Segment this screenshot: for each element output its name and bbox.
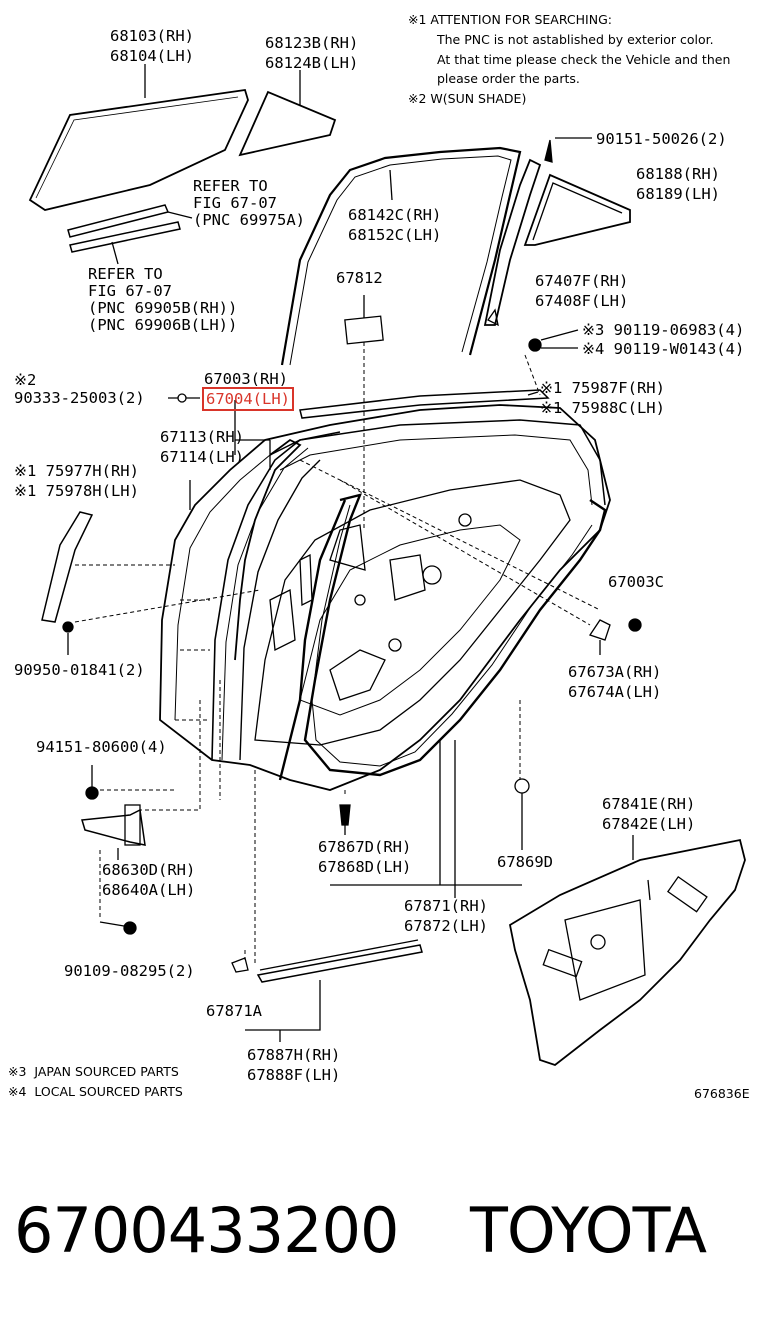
division-bar xyxy=(483,158,542,326)
label-refer-2-line-1: REFER TO xyxy=(88,265,163,283)
label-67872[interactable]: 67872(LH) xyxy=(404,917,488,935)
label-68104[interactable]: 68104(LH) xyxy=(110,47,194,65)
note-2: ※2 W(SUN SHADE) xyxy=(408,91,527,106)
label-75977h[interactable]: ※1 75977H(RH) xyxy=(14,462,139,480)
note-4: ※4 LOCAL SOURCED PARTS xyxy=(8,1084,183,1099)
label-67674a[interactable]: 67674A(LH) xyxy=(568,683,662,701)
label-67869d[interactable]: 67869D xyxy=(497,853,553,871)
door-check xyxy=(81,808,146,846)
label-refer-2-line-4: (PNC 69906B(LH)) xyxy=(88,316,238,334)
label-90950[interactable]: 90950-01841(2) xyxy=(14,661,145,679)
label-90333[interactable]: 90333-25003(2) xyxy=(14,389,145,407)
label-refer-1-line-1: REFER TO xyxy=(193,177,268,195)
label-90151[interactable]: 90151-50026(2) xyxy=(596,130,727,148)
outer-pillar-moulding xyxy=(41,511,94,623)
small-quarter-glass xyxy=(523,173,631,246)
label-67003c[interactable]: 67003C xyxy=(608,573,664,591)
label-refer-1-line-3: (PNC 69975A) xyxy=(193,211,305,229)
clip xyxy=(588,619,611,641)
quarter-glass xyxy=(238,90,337,157)
label-67841e[interactable]: 67841E(RH) xyxy=(602,795,696,813)
label-68124b[interactable]: 68124B(LH) xyxy=(265,54,359,72)
label-mark-2: ※2 xyxy=(14,371,37,389)
label-68640a[interactable]: 68640A(LH) xyxy=(102,881,196,899)
note-1-title: ※1 ATTENTION FOR SEARCHING: xyxy=(408,12,612,27)
label-90109[interactable]: 90109-08295(2) xyxy=(64,962,195,980)
label-67871[interactable]: 67871(RH) xyxy=(404,897,488,915)
label-94151[interactable]: 94151-80600(4) xyxy=(36,738,167,756)
label-67113[interactable]: 67113(RH) xyxy=(160,428,244,446)
service-hole-cover xyxy=(508,838,746,1067)
label-67114[interactable]: 67114(LH) xyxy=(160,448,244,466)
belt-strip-upper xyxy=(67,204,170,238)
label-75987f[interactable]: ※1 75987F(RH) xyxy=(540,379,665,397)
door-shell xyxy=(159,404,611,791)
label-67407f[interactable]: 67407F(RH) xyxy=(535,272,629,290)
rocker-moulding xyxy=(256,944,423,983)
note-3: ※3 JAPAN SOURCED PARTS xyxy=(8,1064,179,1079)
note-1-line-1: The PNC is not astablished by exterior c… xyxy=(437,32,714,47)
label-67673a[interactable]: 67673A(RH) xyxy=(568,663,662,681)
label-67408f[interactable]: 67408F(LH) xyxy=(535,292,629,310)
pad xyxy=(344,315,384,345)
note-1-line-2: At that time please check the Vehicle an… xyxy=(437,52,731,67)
label-75978h[interactable]: ※1 75978H(LH) xyxy=(14,482,139,500)
door-weatherstrip xyxy=(303,493,607,777)
label-68142c[interactable]: 68142C(RH) xyxy=(348,206,442,224)
label-refer-2-line-3: (PNC 69905B(RH)) xyxy=(88,299,238,317)
brand-name: TOYOTA xyxy=(470,1194,707,1267)
label-68188[interactable]: 68188(RH) xyxy=(636,165,720,183)
label-90119-06983[interactable]: ※3 90119-06983(4) xyxy=(582,321,745,339)
inner-panel xyxy=(254,479,571,746)
door-glass xyxy=(28,88,249,211)
label-67004-highlighted[interactable]: 67004(LH) xyxy=(202,387,294,411)
label-90119-w0143[interactable]: ※4 90119-W0143(4) xyxy=(582,340,745,358)
label-68630d[interactable]: 68630D(RH) xyxy=(102,861,196,879)
label-refer-2-line-2: FIG 67-07 xyxy=(88,282,172,300)
figure-number: 676836E xyxy=(694,1086,750,1101)
belt-moulding xyxy=(299,389,550,419)
label-75988c[interactable]: ※1 75988C(LH) xyxy=(540,399,665,417)
label-67003[interactable]: 67003(RH) xyxy=(204,370,288,388)
label-68189[interactable]: 68189(LH) xyxy=(636,185,720,203)
label-67888f[interactable]: 67888F(LH) xyxy=(247,1066,341,1084)
label-68103[interactable]: 68103(RH) xyxy=(110,27,194,45)
glass-run-channel xyxy=(280,146,522,366)
label-68123b[interactable]: 68123B(RH) xyxy=(265,34,359,52)
label-67867d[interactable]: 67867D(RH) xyxy=(318,838,412,856)
label-67868d[interactable]: 67868D(LH) xyxy=(318,858,412,876)
label-67842e[interactable]: 67842E(LH) xyxy=(602,815,696,833)
belt-strip-lower xyxy=(69,221,181,253)
label-refer-1-line-2: FIG 67-07 xyxy=(193,194,277,212)
label-67812[interactable]: 67812 xyxy=(336,269,383,287)
label-68152c[interactable]: 68152C(LH) xyxy=(348,226,442,244)
part-number: 6700433200 xyxy=(14,1194,399,1267)
label-67871a[interactable]: 67871A xyxy=(206,1002,262,1020)
note-1-line-3: please order the parts. xyxy=(437,71,580,86)
label-67887h[interactable]: 67887H(RH) xyxy=(247,1046,341,1064)
